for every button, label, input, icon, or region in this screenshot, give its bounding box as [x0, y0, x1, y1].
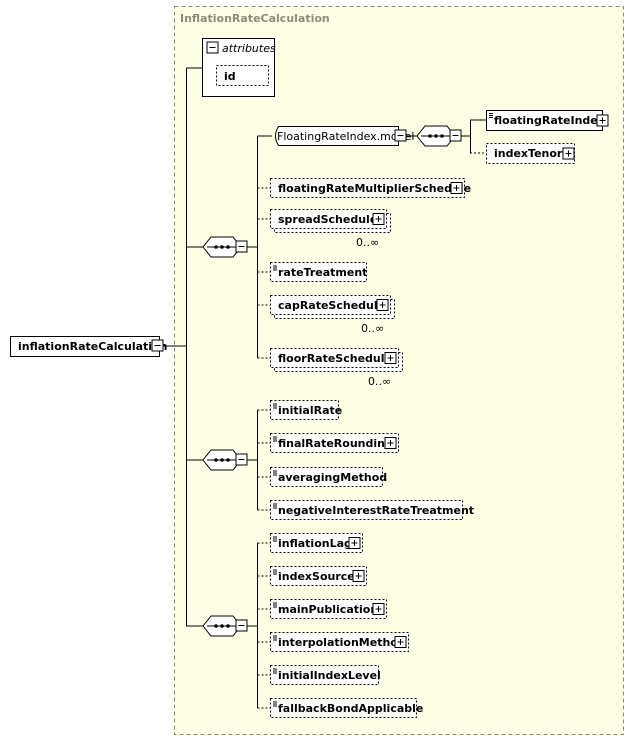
collapse-icon[interactable]	[449, 129, 462, 142]
element-inflation-lag[interactable]: inflationLag	[270, 533, 363, 553]
expand-icon[interactable]	[394, 636, 407, 648]
expand-icon[interactable]	[352, 570, 365, 582]
expand-icon[interactable]	[450, 182, 463, 194]
expand-icon[interactable]	[384, 352, 397, 364]
expand-icon[interactable]	[596, 114, 609, 127]
cardinality-label: 0..∞	[356, 236, 379, 249]
cardinality-label: 0..∞	[368, 375, 391, 388]
expand-icon[interactable]	[372, 603, 385, 615]
element-label: fallbackBondApplicable	[278, 702, 423, 715]
element-label: inflationLag	[278, 537, 352, 550]
collapse-icon[interactable]	[394, 129, 407, 142]
model-group-label: FloatingRateIndex.model	[277, 130, 414, 143]
element-label: capRateSchedule	[278, 299, 385, 312]
collapse-icon[interactable]	[151, 339, 164, 352]
element-label: indexTenor	[494, 147, 563, 160]
collapse-icon[interactable]	[235, 453, 248, 466]
group-spines	[247, 135, 272, 709]
element-main-publication[interactable]: mainPublication	[270, 599, 387, 619]
element-floating-rate-index[interactable]: floatingRateIndex	[486, 110, 609, 131]
element-label: floatingRateMultiplierSchedule	[278, 182, 471, 195]
element-initial-index-level[interactable]: initialIndexLevel	[270, 665, 381, 685]
type-name: InflationRateCalculation	[180, 12, 330, 25]
element-initial-rate[interactable]: initialRate	[270, 400, 343, 420]
element-label: floatingRateIndex	[494, 114, 605, 127]
element-label: finalRateRounding	[278, 437, 393, 450]
collapse-icon[interactable]	[235, 619, 248, 632]
attribute-id: id	[224, 70, 236, 83]
attributes-box[interactable]: attributes id	[202, 38, 276, 97]
model-group-floating-rate-index[interactable]: FloatingRateIndex.model	[275, 126, 415, 146]
element-label: initialIndexLevel	[278, 669, 381, 682]
element-averaging-method[interactable]: averagingMethod	[270, 467, 388, 487]
element-index-tenor[interactable]: indexTenor	[486, 143, 575, 164]
element-label: floorRateSchedule	[278, 352, 392, 365]
collapse-icon[interactable]	[235, 240, 248, 253]
element-spread-schedule[interactable]: spreadSchedule 0..∞	[270, 209, 391, 250]
element-label: rateTreatment	[278, 266, 367, 279]
expand-icon[interactable]	[376, 299, 389, 311]
expand-icon[interactable]	[562, 147, 575, 160]
element-label: indexSource	[278, 570, 355, 583]
element-cap-rate-schedule[interactable]: capRateSchedule 0..∞	[270, 295, 395, 336]
element-index-source[interactable]: indexSource	[270, 566, 367, 586]
element-rate-treatment[interactable]: rateTreatment	[270, 262, 368, 282]
expand-icon[interactable]	[348, 537, 361, 549]
cardinality-label: 0..∞	[361, 322, 384, 335]
element-final-rate-rounding[interactable]: finalRateRounding	[270, 433, 399, 453]
element-label: averagingMethod	[278, 471, 387, 484]
element-negative-interest-rate-treatment[interactable]: negativeInterestRateTreatment	[270, 500, 475, 520]
root-element[interactable]: inflationRateCalculation	[10, 336, 168, 357]
element-label: mainPublication	[278, 603, 378, 616]
element-label: negativeInterestRateTreatment	[278, 504, 474, 517]
connector-lines	[160, 67, 486, 627]
element-label: spreadSchedule	[278, 213, 377, 226]
expand-icon[interactable]	[384, 437, 397, 449]
attributes-title: attributes	[222, 42, 276, 55]
expand-icon[interactable]	[372, 213, 385, 225]
root-element-label: inflationRateCalculation	[18, 340, 167, 353]
element-label: interpolationMethod	[278, 636, 406, 649]
element-floating-rate-multiplier-schedule[interactable]: floatingRateMultiplierSchedule	[270, 178, 472, 198]
element-fallback-bond-applicable[interactable]: fallbackBondApplicable	[270, 698, 424, 718]
element-floor-rate-schedule[interactable]: floorRateSchedule 0..∞	[270, 348, 403, 389]
element-label: initialRate	[278, 404, 342, 417]
collapse-icon[interactable]	[206, 41, 219, 54]
element-interpolation-method[interactable]: interpolationMethod	[270, 632, 409, 652]
